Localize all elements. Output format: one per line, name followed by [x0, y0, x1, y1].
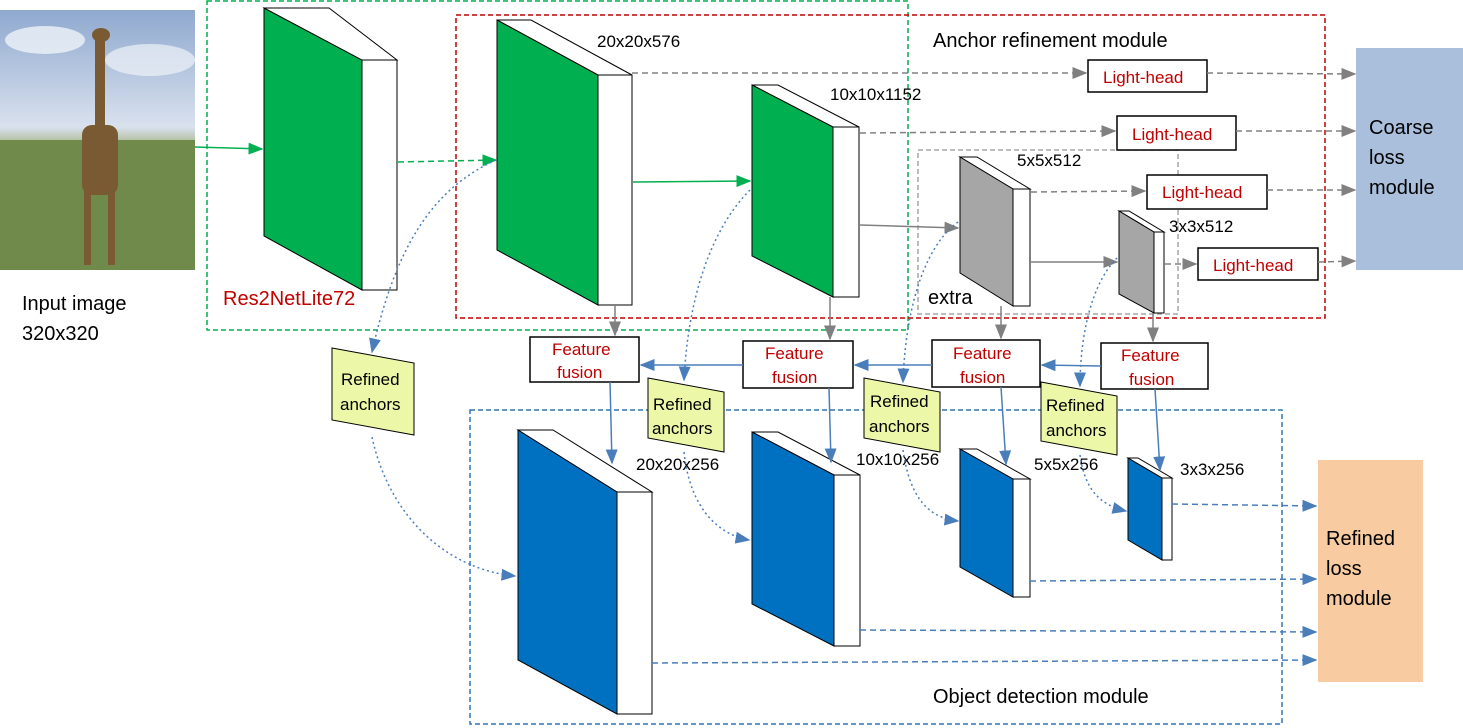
svg-text:Light-head: Light-head — [1162, 183, 1242, 202]
label-10x10x1152: 10x10x1152 — [830, 85, 921, 104]
refined-anchors-4: Refined anchors — [1040, 381, 1118, 456]
light-head-4: Light-head — [1197, 247, 1319, 281]
block-20x20x256 — [516, 429, 654, 715]
giraffe-icon — [82, 28, 118, 265]
svg-text:anchors: anchors — [869, 417, 929, 436]
input-image-size: 320x320 — [22, 323, 99, 345]
label-20x20x576: 20x20x576 — [597, 32, 680, 51]
arrows-gray — [609, 67, 1357, 343]
block-3x3x512 — [1117, 210, 1166, 314]
light-head-3: Light-head — [1146, 174, 1268, 210]
refined-anchors-1: Refined anchors — [331, 347, 415, 436]
svg-text:Light-head: Light-head — [1132, 125, 1212, 144]
label-3x3x256: 3x3x256 — [1180, 460, 1244, 479]
feature-fusion-2: Feature fusion — [742, 340, 854, 389]
feature-fusion-3: Feature fusion — [931, 339, 1041, 388]
svg-text:fusion: fusion — [960, 368, 1005, 387]
refined-loss-module — [1318, 460, 1423, 682]
arrows-blue — [369, 159, 1318, 667]
svg-text:fusion: fusion — [772, 368, 817, 387]
svg-text:Feature: Feature — [765, 344, 824, 363]
label-3x3x512: 3x3x512 — [1169, 217, 1233, 236]
backbone-box — [206, 0, 909, 331]
block-20x20x576 — [496, 19, 633, 306]
svg-text:Light-head: Light-head — [1213, 256, 1293, 275]
svg-text:Refined: Refined — [870, 392, 929, 411]
label-5x5x256: 5x5x256 — [1034, 455, 1098, 474]
refined-loss-line1: Refined — [1326, 528, 1395, 550]
label-10x10x256: 10x10x256 — [856, 450, 939, 469]
svg-text:Feature: Feature — [1121, 346, 1180, 365]
extra-label: extra — [928, 287, 973, 309]
refined-anchors-2: Refined anchors — [647, 377, 725, 453]
svg-text:anchors: anchors — [652, 419, 712, 438]
anchor-refinement-box — [455, 14, 1326, 319]
coarse-loss-line2: loss — [1369, 147, 1405, 169]
label-5x5x512: 5x5x512 — [1017, 151, 1081, 170]
feature-fusion-1: Feature fusion — [529, 336, 640, 383]
light-head-2: Light-head — [1116, 115, 1237, 151]
input-image-label: Input image — [22, 293, 127, 315]
refined-anchors-3: Refined anchors — [863, 377, 941, 453]
light-head-1: Light-head — [1087, 59, 1208, 93]
extra-box — [917, 149, 1179, 315]
svg-text:Feature: Feature — [953, 344, 1012, 363]
backbone-block — [262, 7, 399, 291]
label-20x20x256: 20x20x256 — [636, 455, 719, 474]
svg-text:Refined: Refined — [653, 395, 712, 414]
svg-text:Refined: Refined — [1046, 396, 1105, 415]
block-10x10x1152 — [751, 84, 860, 298]
refined-loss-line2: loss — [1326, 558, 1362, 580]
coarse-loss-line3: module — [1369, 177, 1435, 199]
svg-text:anchors: anchors — [1046, 421, 1106, 440]
refined-loss-line3: module — [1326, 588, 1392, 610]
block-5x5x256 — [958, 448, 1032, 598]
svg-text:Refined: Refined — [341, 370, 400, 389]
object-detection-box — [469, 409, 1283, 725]
feature-fusion-4: Feature fusion — [1100, 342, 1209, 390]
svg-text:fusion: fusion — [557, 363, 602, 382]
svg-text:anchors: anchors — [340, 395, 400, 414]
block-5x5x512 — [958, 156, 1032, 307]
block-10x10x256 — [751, 431, 861, 647]
object-detection-title: Object detection module — [933, 686, 1149, 708]
svg-text:fusion: fusion — [1129, 370, 1174, 389]
coarse-loss-module — [1356, 48, 1463, 270]
input-image — [0, 10, 195, 270]
svg-text:Feature: Feature — [552, 340, 611, 359]
block-3x3x256 — [1126, 457, 1174, 561]
backbone-label: Res2NetLite72 — [223, 288, 355, 310]
svg-text:Light-head: Light-head — [1103, 68, 1183, 87]
anchor-refinement-title: Anchor refinement module — [933, 30, 1168, 52]
coarse-loss-line1: Coarse — [1369, 117, 1433, 139]
arrows-green — [194, 142, 752, 188]
